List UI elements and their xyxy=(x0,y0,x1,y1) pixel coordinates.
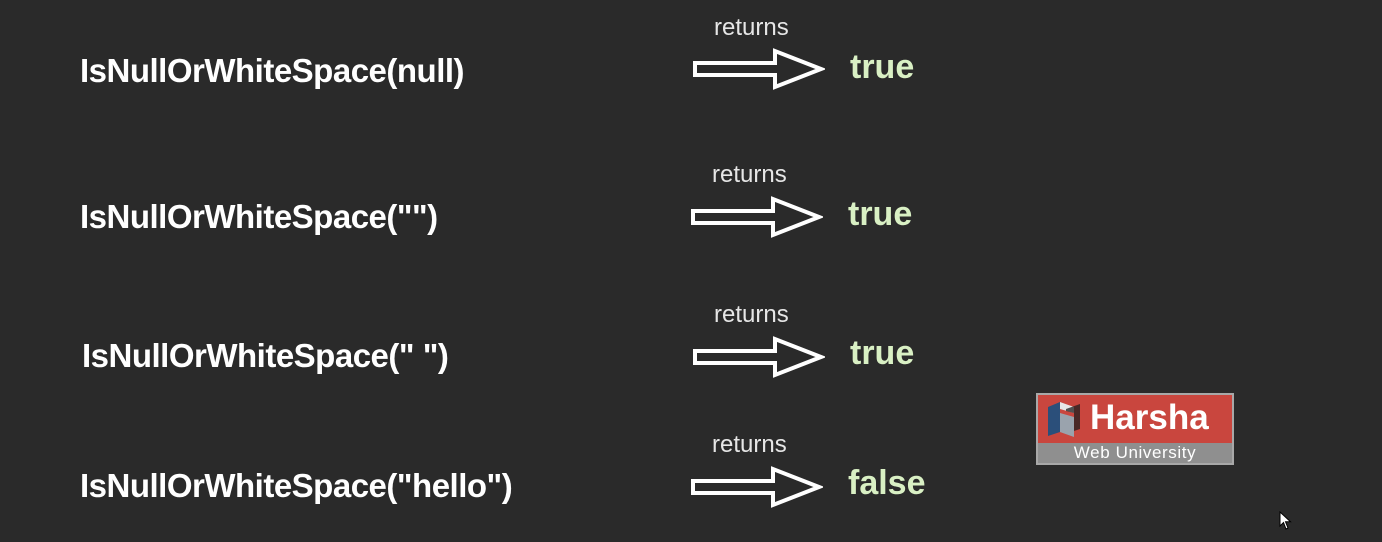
returns-label: returns xyxy=(712,161,787,188)
outline-right-arrow-icon xyxy=(691,466,823,508)
method-call: IsNullOrWhiteSpace(" ") xyxy=(82,337,449,374)
outline-right-arrow-icon xyxy=(693,48,825,90)
mouse-pointer-icon xyxy=(1279,511,1292,530)
result-value: true xyxy=(850,334,915,372)
returns-label: returns xyxy=(714,14,789,41)
returns-label: returns xyxy=(712,431,787,458)
result-value: true xyxy=(850,48,915,86)
harsha-web-university-logo: Harsha Web University xyxy=(1036,393,1234,465)
result-value: false xyxy=(848,464,926,502)
comparison-row: IsNullOrWhiteSpace("") returns true xyxy=(0,0,1382,238)
method-call: IsNullOrWhiteSpace(null) xyxy=(80,52,465,89)
outline-right-arrow-icon xyxy=(693,336,825,378)
returns-label: returns xyxy=(714,301,789,328)
harsha-logo-mark-icon xyxy=(1048,402,1080,437)
outline-right-arrow-icon xyxy=(691,196,823,238)
result-value: true xyxy=(848,195,913,233)
logo-name: Harsha xyxy=(1090,398,1209,437)
method-call: IsNullOrWhiteSpace("hello") xyxy=(80,467,513,504)
comparison-row: IsNullOrWhiteSpace("hello") returns fals… xyxy=(0,0,1382,508)
logo-banner: Harsha xyxy=(1038,395,1232,443)
method-call: IsNullOrWhiteSpace("") xyxy=(80,198,438,235)
logo-subtitle: Web University xyxy=(1073,443,1197,462)
comparison-row: IsNullOrWhiteSpace(" ") returns true xyxy=(0,0,1382,378)
comparison-row: IsNullOrWhiteSpace(null) returns true xyxy=(0,0,1382,100)
